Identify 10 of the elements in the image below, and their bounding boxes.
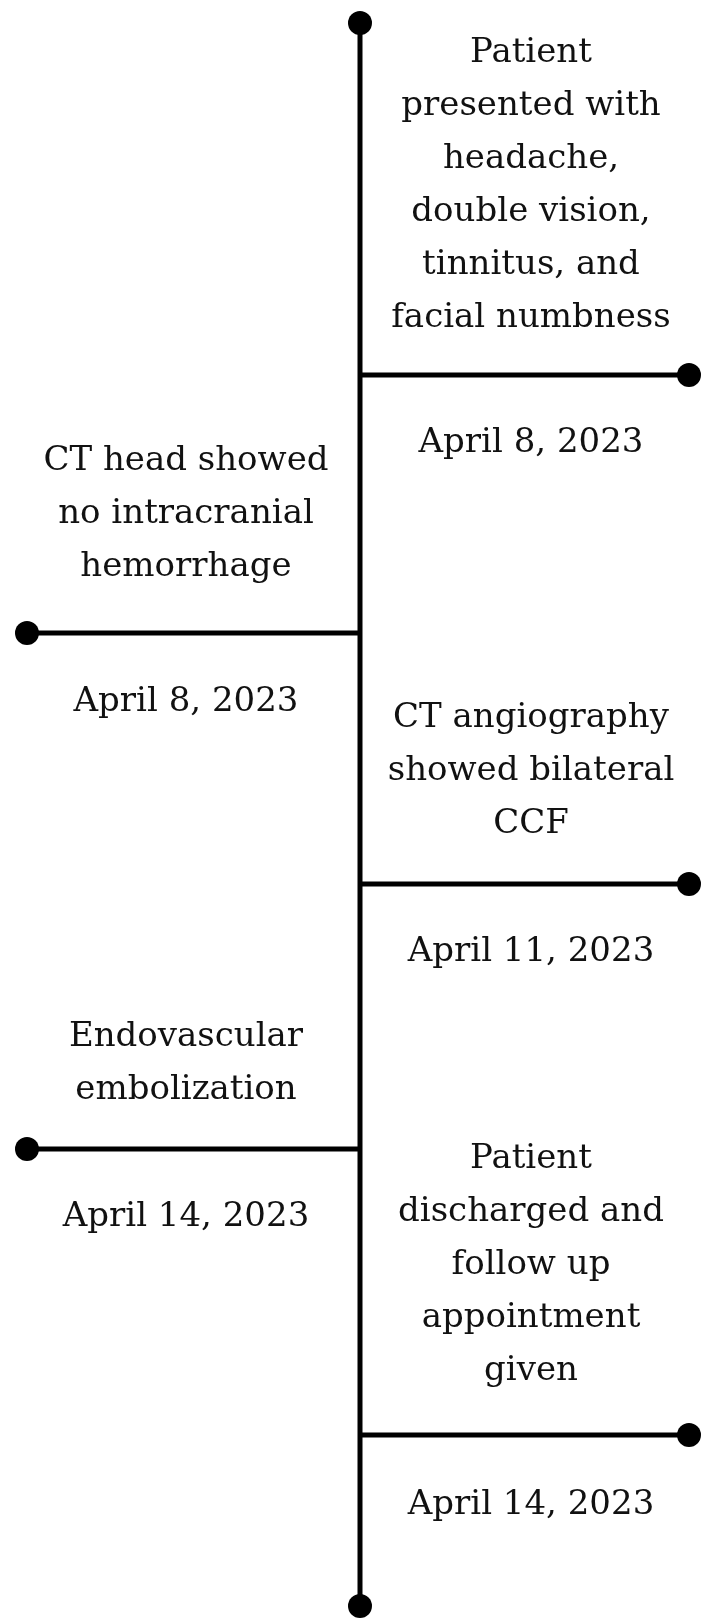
event-date: April 14, 2023 [407,1481,655,1524]
event-description: Patient discharged and follow up appointment given [375,1130,687,1395]
event-description: CT head showed no intracranial hemorrhage [30,432,342,591]
event-description: Patient presented with headache, double vision, tinnitus, and facial numbness [386,24,676,342]
event-date: April 8, 2023 [418,419,644,462]
event-date: April 14, 2023 [62,1193,310,1236]
event-date: April 11, 2023 [407,928,655,971]
event-date: April 8, 2023 [73,678,299,721]
event-description: Endovascular embolization [30,1008,342,1114]
event-description: CT angiography showed bilateral CCF [375,689,687,848]
